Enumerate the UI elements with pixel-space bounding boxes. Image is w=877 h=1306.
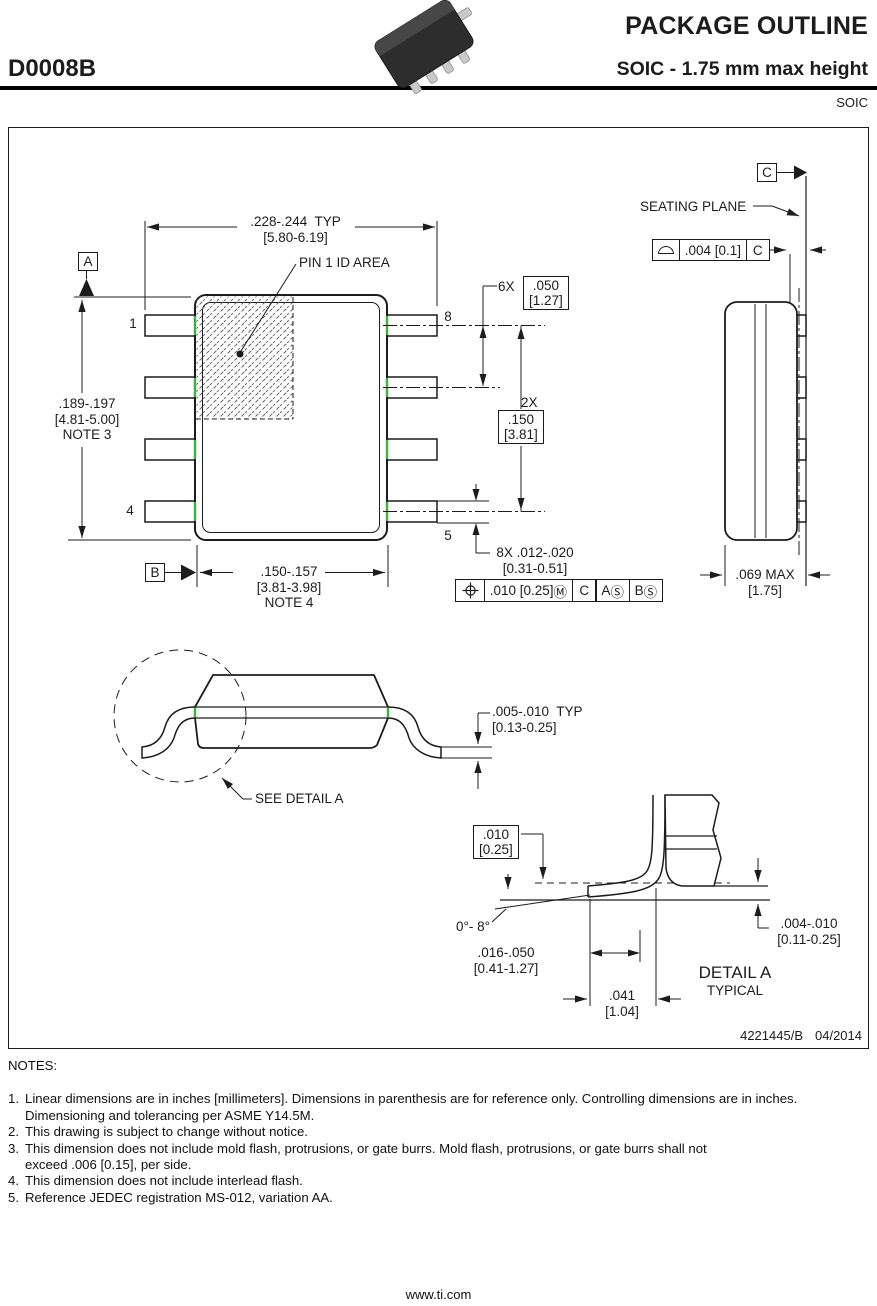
foot-length-dimension: .016-.050 [0.41-1.27] bbox=[473, 945, 539, 976]
datum-a-box: A bbox=[78, 252, 98, 271]
height-dimension: .069 MAX [1.75] bbox=[735, 567, 795, 598]
length-dimension: .189-.197 [4.81-5.00] NOTE 3 bbox=[37, 396, 137, 443]
revision-date: 04/2014 bbox=[815, 1028, 862, 1043]
regardless-size-icon: Ⓢ bbox=[643, 584, 658, 600]
lead-thickness-dimension: .005-.010 TYP [0.13-0.25] bbox=[492, 704, 583, 735]
datum-b-box: B bbox=[145, 563, 165, 582]
part-number: D0008B bbox=[8, 55, 97, 82]
pin-number-1: 1 bbox=[129, 316, 137, 331]
pin-number-8: 8 bbox=[444, 309, 452, 324]
note-3: 3. This dimension does not include mold … bbox=[8, 1140, 707, 1156]
lead-width-dimension: 8X .012-.020 [0.31-0.51] bbox=[496, 545, 574, 576]
width-dimension: .228-.244 TYP [5.80-6.19] bbox=[250, 214, 341, 245]
seating-plane-label: SEATING PLANE bbox=[640, 199, 747, 214]
detail-a-title: DETAIL A TYPICAL bbox=[698, 963, 772, 998]
pitch-dimension-box: .050 [1.27] bbox=[523, 276, 569, 310]
package-family-label: SOIC bbox=[836, 95, 868, 110]
package-subtitle: SOIC - 1.75 mm max height bbox=[616, 58, 868, 80]
pitch-qty: 6X bbox=[498, 279, 515, 294]
pin-number-4: 4 bbox=[126, 503, 134, 518]
note-2: 2. This drawing is subject to change wit… bbox=[8, 1124, 308, 1140]
profile-tolerance-frame: .004 [0.1] C bbox=[652, 239, 770, 261]
span-dimension-box: .150 [3.81] bbox=[498, 410, 544, 444]
note-4: 4. This dimension does not include inter… bbox=[8, 1173, 303, 1189]
regardless-size-icon: Ⓢ bbox=[610, 584, 624, 600]
note-3-cont: exceed .006 [0.15], per side. bbox=[25, 1157, 192, 1173]
pin1-id-label: PIN 1 ID AREA bbox=[299, 255, 390, 270]
profile-of-surface-icon bbox=[652, 239, 680, 261]
gauge-plane-dimension-box: .010 [0.25] bbox=[473, 825, 519, 859]
span-qty: 2X bbox=[521, 395, 538, 410]
header-rule bbox=[0, 86, 877, 90]
top-view-linework bbox=[68, 221, 545, 587]
profile-tolerance-value: .004 [0.1] bbox=[678, 239, 747, 261]
lead-angle-dimension: 0°- 8° bbox=[456, 919, 491, 934]
fcf-datum-c: C bbox=[571, 579, 597, 602]
chip-icon bbox=[374, 0, 474, 94]
notes-section: NOTES: 1. Linear dimensions are in inche… bbox=[8, 1058, 869, 1206]
datum-c-box: C bbox=[757, 163, 777, 182]
document-number: 4221445/B 04/2014 bbox=[740, 1028, 862, 1043]
lead-length-dimension: .041 [1.04] bbox=[605, 988, 639, 1019]
pin-number-5: 5 bbox=[444, 528, 452, 543]
note-5: 5. Reference JEDEC registration MS-012, … bbox=[8, 1189, 333, 1205]
side-view-linework bbox=[700, 165, 830, 586]
front-view-linework bbox=[113, 649, 492, 800]
position-tolerance-value: .010 [0.25]Ⓜ bbox=[483, 579, 574, 602]
ti-website-link[interactable]: www.ti.com bbox=[405, 1287, 472, 1302]
page-title: PACKAGE OUTLINE bbox=[625, 12, 868, 40]
body-width-dimension: .150-.157 [3.81-3.98] NOTE 4 bbox=[256, 564, 322, 610]
standoff-dimension: .004-.010 [0.11-0.25] bbox=[777, 916, 841, 947]
note-1: 1. Linear dimensions are in inches [mill… bbox=[8, 1091, 798, 1107]
see-detail-a-label: SEE DETAIL A bbox=[255, 791, 344, 806]
profile-datum-c: C bbox=[745, 239, 770, 261]
detail-a-linework bbox=[491, 794, 770, 1006]
material-modifier-icon: Ⓜ bbox=[553, 584, 568, 600]
note-1-cont: Dimensioning and tolerancing per ASME Y1… bbox=[25, 1107, 315, 1123]
notes-heading: NOTES: bbox=[8, 1058, 58, 1073]
drawing-border-frame bbox=[8, 127, 869, 1049]
position-symbol-icon bbox=[455, 579, 485, 602]
